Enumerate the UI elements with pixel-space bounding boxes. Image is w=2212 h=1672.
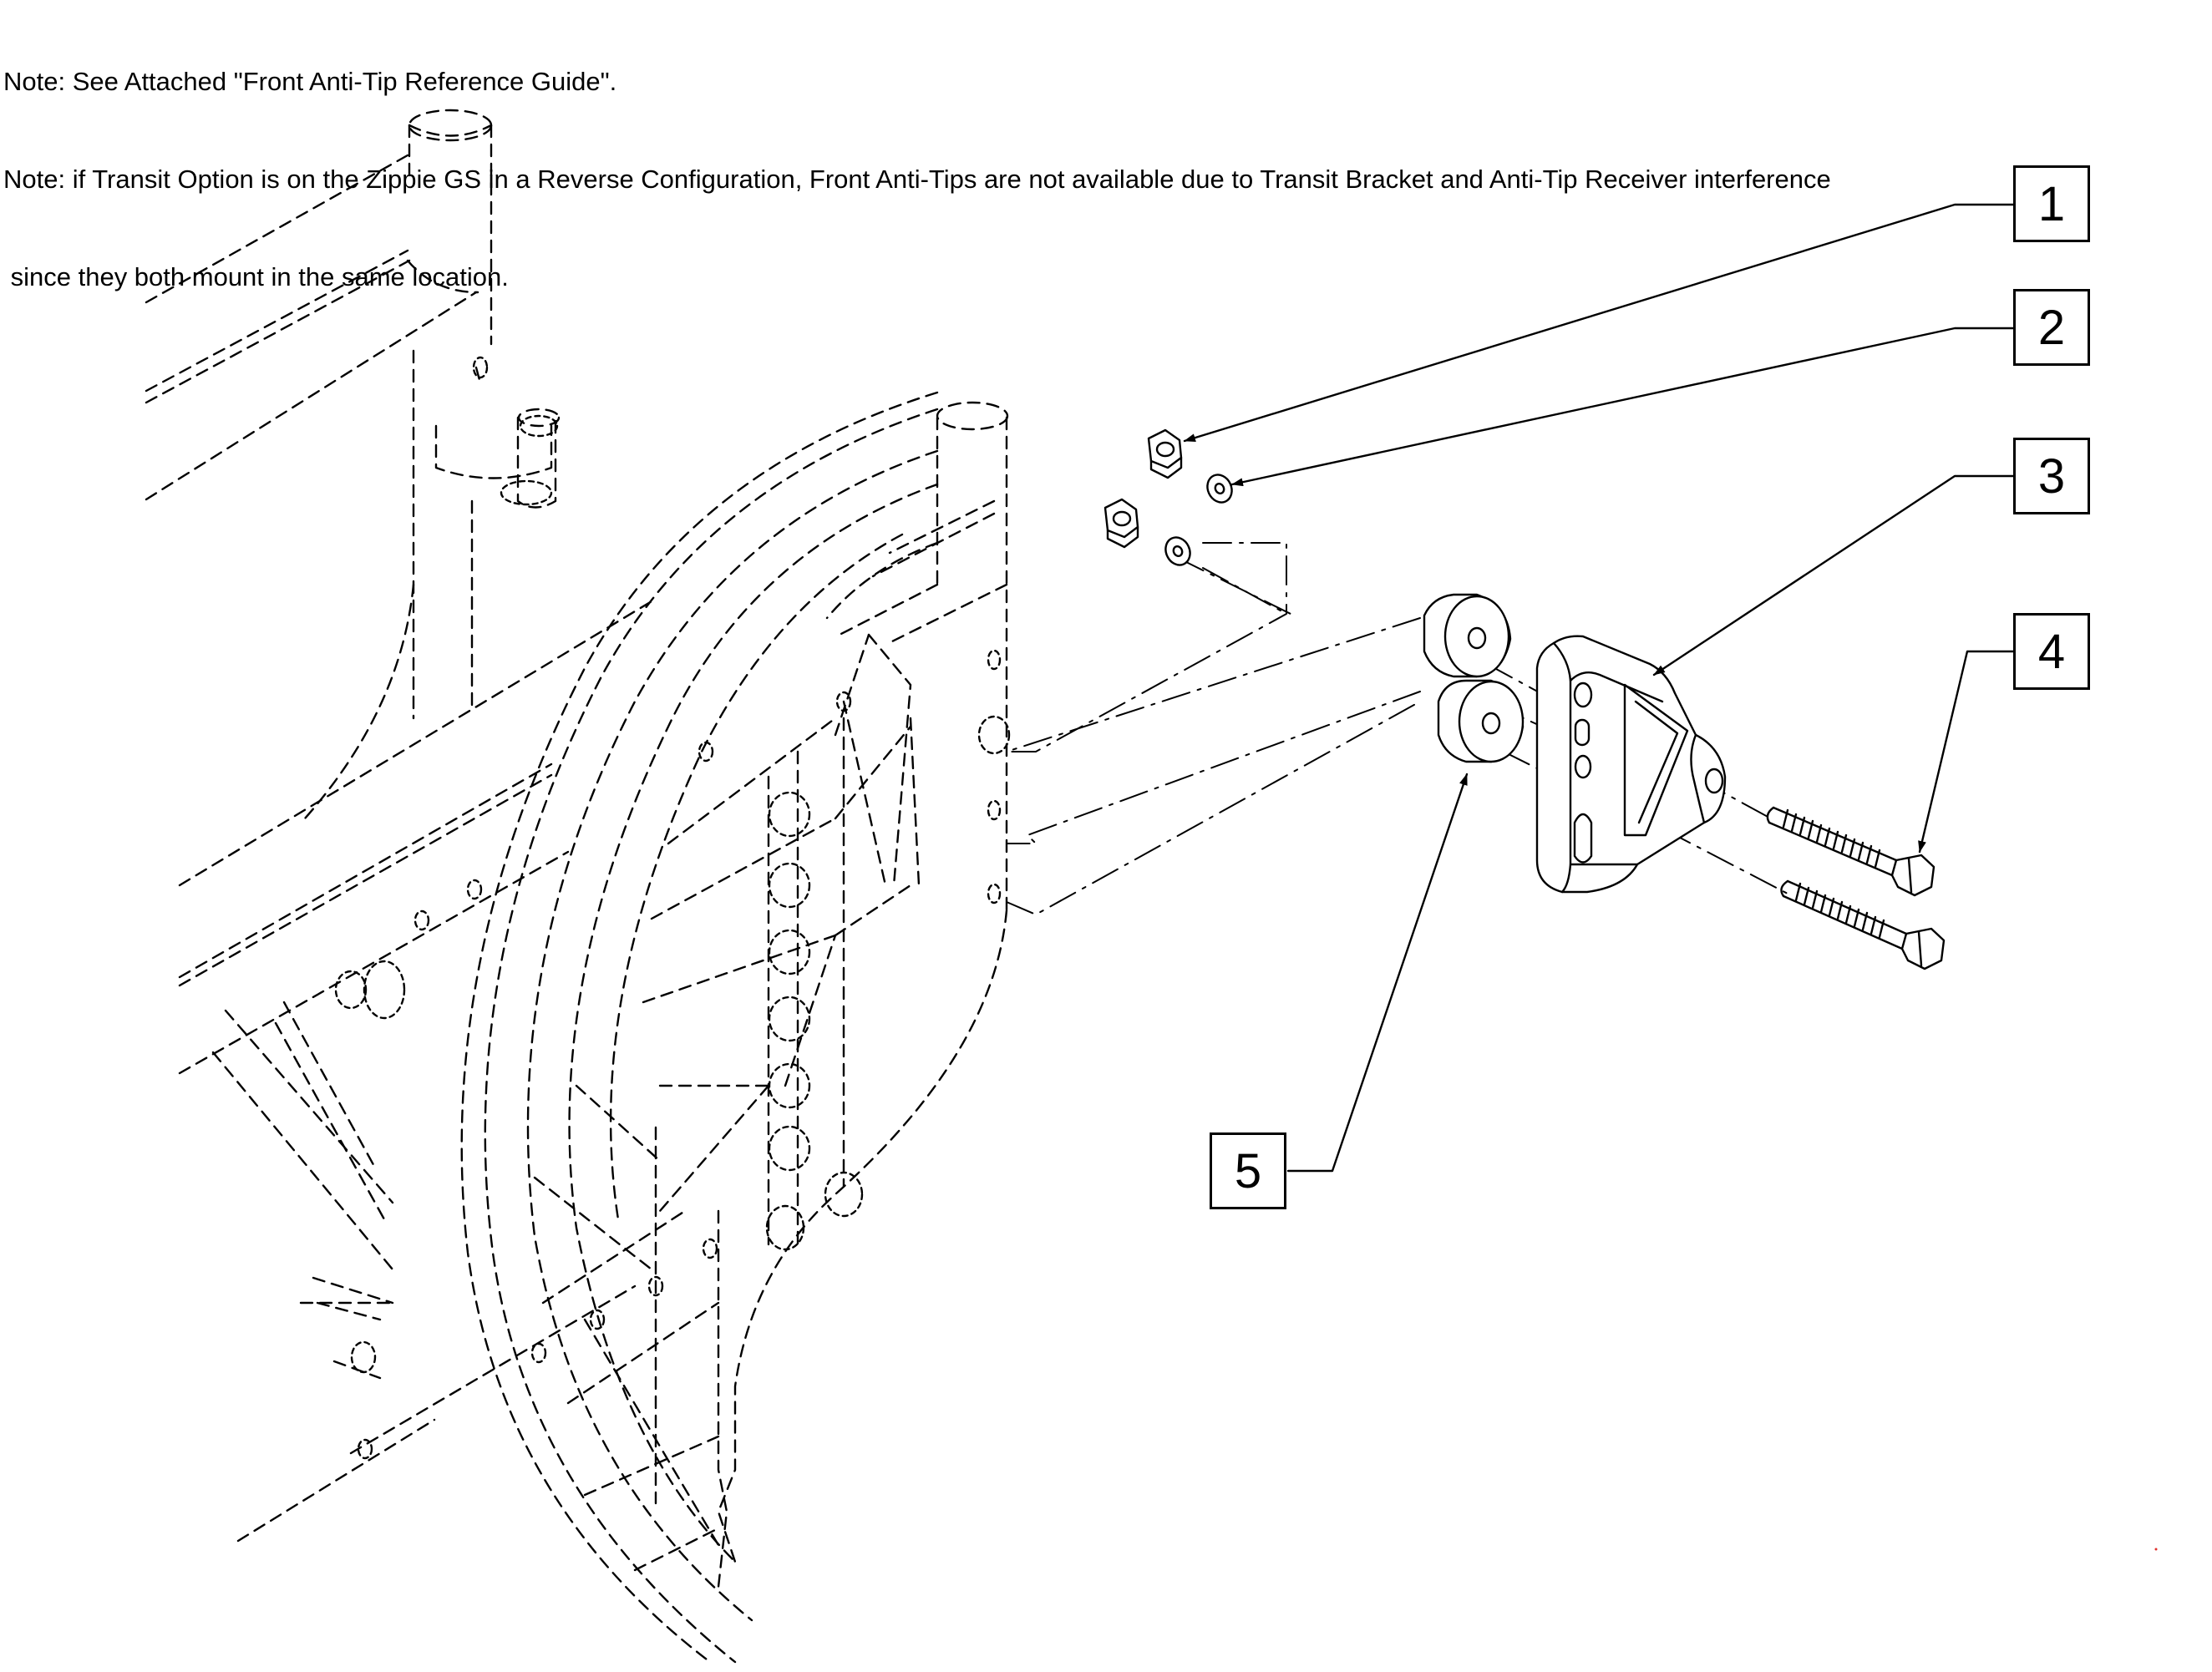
notes-block: Note: See Attached "Front Anti-Tip Refer…	[3, 0, 1831, 326]
callout-3: 3	[2013, 438, 2090, 514]
note-transit-warning: Note: if Transit Option is on the Zippie…	[3, 165, 1831, 194]
wheelchair-frame-phantom	[145, 109, 1009, 1664]
hex-bolt-1	[1766, 806, 1936, 897]
note-transit-warning-continued: since they both mount in the same locati…	[3, 262, 509, 291]
leader-line-5	[1286, 773, 1469, 1173]
leader-line-3	[1652, 474, 2015, 676]
lock-nut-2	[1103, 498, 1139, 549]
leader-line-4	[1918, 650, 2015, 854]
hex-bolt-2	[1780, 879, 1946, 970]
callout-1: 1	[2013, 165, 2090, 242]
lock-nut-1	[1147, 428, 1183, 479]
leader-line-1	[1183, 203, 2015, 443]
leader-line-2	[1230, 327, 2015, 487]
leader-lines	[1183, 203, 2015, 1173]
callout-5: 5	[1210, 1132, 1286, 1209]
callout-2: 2	[2013, 289, 2090, 366]
anti-tip-receiver-bracket	[1535, 635, 1727, 894]
spacer-1	[1423, 593, 1512, 678]
washer-1	[1206, 474, 1233, 504]
washer-2	[1164, 536, 1191, 566]
note-reference-guide: Note: See Attached "Front Anti-Tip Refer…	[3, 67, 617, 96]
callout-4: 4	[2013, 613, 2090, 690]
spacer-2	[1437, 679, 1525, 763]
frame-fastener-holes	[334, 356, 1011, 1460]
stray-mark	[2154, 1548, 2158, 1551]
